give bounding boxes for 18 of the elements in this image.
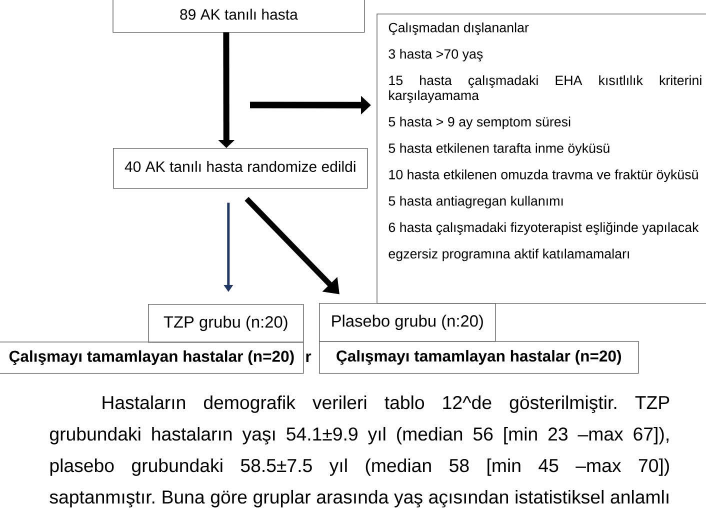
process-box: 40 AK tanılı hasta randomize edildi: [113, 148, 368, 189]
list-item: 5 hasta etkilenen tarafta inme öyküsü: [388, 143, 610, 156]
list-item: 5 hasta antiagregan kullanımı: [388, 196, 563, 208]
text-fragment: r: [306, 353, 312, 362]
group-box: Plasebo grubu (n:20): [319, 303, 496, 342]
exclusion-box: [376, 14, 706, 304]
result-box: Çalışmayı tamamlayan hastalar (n=20): [319, 341, 639, 374]
result-box: Çalışmayı tamamlayan hastalar (n=20): [0, 342, 304, 374]
body-text: Hastaların demografik verileri tablo 12^de gösterilmiştir. TZP grubundaki hastaların yaşı 54.1±9.9 yıl (median 56 [min 23 –max 67]), plasebo grubundaki 58.5±7.5 yıl (median 58 [min 45 –max 70]) saptanmıştır. Buna göre gruplar arasında yaş açısından istatistiksel anlamlı: [50, 395, 670, 508]
list-item: 3 hasta >70 yaş: [388, 48, 483, 62]
group-box: TZP grubu (n:20): [148, 304, 304, 343]
list-item: egzersiz programına aktif katılamamaları: [388, 248, 629, 262]
list-heading: Çalışmadan dışlananlar: [388, 22, 529, 36]
list-item: 15 hasta çalışmadaki EHA kısıtlılık kriterini karşılayamama: [389, 75, 702, 103]
process-box: 89 AK tanılı hasta: [112, 0, 365, 33]
list-item: 5 hasta > 9 ay semptom süresi: [388, 116, 570, 130]
list-item: 10 hasta etkilenen omuzda travma ve fraktür öyküsü: [389, 169, 698, 182]
list-item: 6 hasta çalışmadaki fizyoterapist eşliğinde yapılacak: [388, 222, 699, 235]
